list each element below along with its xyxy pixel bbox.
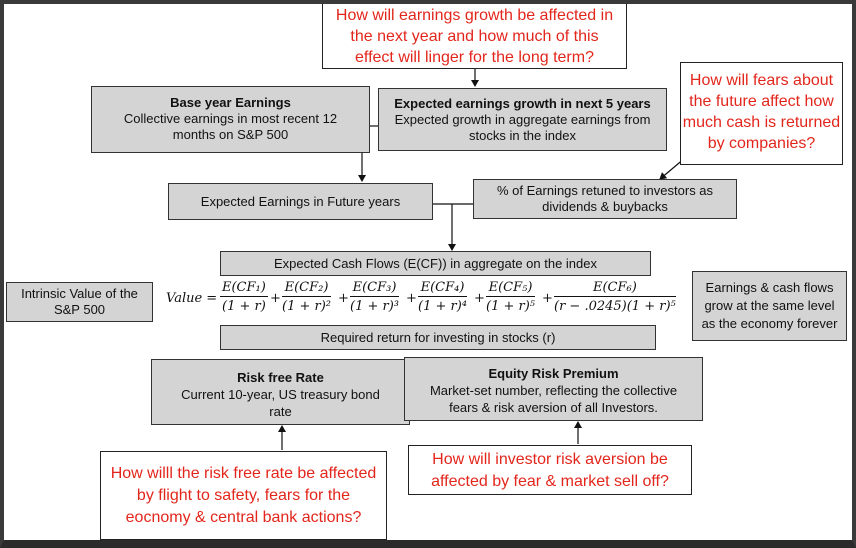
risk-free-rate-box: Risk free Rate Current 10-year, US treas… [151, 359, 410, 425]
formula-term: E(CF₃) (1 + r)³ [350, 280, 399, 314]
formula-term: E(CF₁) (1 + r) [220, 280, 268, 314]
term-numerator: E(CF₃) [350, 280, 399, 297]
question-cash-returned: How will fears about the future affect h… [680, 62, 843, 165]
box-line: stocks in the index [469, 128, 576, 143]
box-title: Base year Earnings [170, 95, 291, 110]
term-denominator: (1 + r)² [282, 299, 331, 314]
box-line: grow at the same level [704, 298, 835, 313]
formula-term: E(CF₆) (r − .0245)(1 + r)⁵ [554, 280, 676, 314]
valuation-formula: Value = E(CF₁) (1 + r) + E(CF₂) (1 + r)²… [160, 278, 688, 324]
payout-box: % of Earnings retuned to investors as di… [473, 179, 737, 219]
term-denominator: (r − .0245)(1 + r)⁵ [554, 299, 676, 314]
plus-sign: + [338, 291, 349, 306]
box-line: Expected growth in aggregate earnings fr… [394, 112, 651, 127]
box-title: Expected earnings growth in next 5 years [394, 96, 651, 111]
term-denominator: (1 + r)³ [350, 299, 399, 314]
box-line: Earnings & cash flows [705, 280, 834, 295]
box-line: rate [269, 404, 292, 419]
intrinsic-value-box: Intrinsic Value of the S&P 500 [6, 282, 153, 322]
plus-sign: + [542, 291, 553, 306]
question-line: the next year and how much of this [350, 28, 599, 45]
box-line: months on S&P 500 [172, 127, 289, 142]
box-label: Expected Earnings in Future years [200, 194, 401, 209]
formula-term: E(CF₂) (1 + r)² [282, 280, 331, 314]
question-line: eocnomy & central bank actions? [125, 509, 362, 526]
box-label: Required return for investing in stocks … [320, 330, 556, 345]
required-return-box: Required return for investing in stocks … [220, 325, 656, 350]
formula-term: E(CF₄) (1 + r)⁴ [418, 280, 467, 314]
term-denominator: (1 + r) [222, 299, 266, 314]
plus-sign: + [270, 291, 281, 306]
future-earnings-box: Expected Earnings in Future years [168, 183, 433, 220]
box-title: Equity Risk Premium [488, 366, 619, 381]
term-numerator: E(CF₅) [486, 280, 535, 297]
term-numerator: E(CF₁) [220, 280, 268, 297]
question-risk-free: How willl the risk free rate be affected… [100, 451, 387, 540]
question-line: How will fears about [689, 72, 834, 89]
question-line: How will investor risk aversion be [432, 451, 668, 468]
question-line: How willl the risk free rate be affected [110, 465, 377, 482]
box-line: Current 10-year, US treasury bond [181, 387, 380, 402]
question-line: effect will linger for the long term? [355, 49, 594, 66]
question-line: How will earnings growth be affected in [335, 7, 614, 24]
plus-sign: + [474, 291, 485, 306]
question-line: much cash is returned [682, 114, 841, 131]
plus-sign: + [406, 291, 417, 306]
question-line: affected by fear & market sell off? [431, 473, 669, 490]
box-line: Market-set number, reflecting the collec… [429, 383, 678, 398]
box-line: dividends & buybacks [542, 199, 668, 214]
question-line: the future affect how [689, 93, 834, 110]
term-numerator: E(CF₄) [418, 280, 467, 297]
box-label: Expected Cash Flows (E(CF)) in aggregate… [274, 256, 597, 271]
box-line: Collective earnings in most recent 12 [123, 111, 338, 126]
box-line: Intrinsic Value of the [21, 286, 138, 301]
term-numerator: E(CF₆) [554, 280, 676, 297]
growth-forever-box: Earnings & cash flows grow at the same l… [692, 271, 847, 341]
box-line: as the economy forever [701, 316, 838, 331]
box-line: fears & risk aversion of all Investors. [449, 400, 658, 415]
term-numerator: E(CF₂) [282, 280, 331, 297]
box-line: S&P 500 [53, 302, 106, 317]
box-title: Risk free Rate [237, 370, 324, 385]
formula-term: E(CF₅) (1 + r)⁵ [486, 280, 535, 314]
base-year-earnings-box: Base year Earnings Collective earnings i… [91, 86, 370, 153]
term-denominator: (1 + r)⁴ [418, 299, 467, 314]
expected-growth-box: Expected earnings growth in next 5 years… [378, 88, 667, 151]
question-earnings-growth: How will earnings growth be affected in … [322, 2, 627, 69]
formula-lhs: Value = [166, 291, 218, 306]
question-risk-aversion: How will investor risk aversion be affec… [408, 445, 692, 495]
question-line: by companies? [707, 135, 816, 152]
question-line: by flight to safety, fears for the [136, 487, 351, 504]
cash-flows-box: Expected Cash Flows (E(CF)) in aggregate… [220, 251, 651, 276]
equity-risk-premium-box: Equity Risk Premium Market-set number, r… [404, 357, 703, 421]
term-denominator: (1 + r)⁵ [486, 299, 535, 314]
box-line: % of Earnings retuned to investors as [496, 183, 714, 198]
